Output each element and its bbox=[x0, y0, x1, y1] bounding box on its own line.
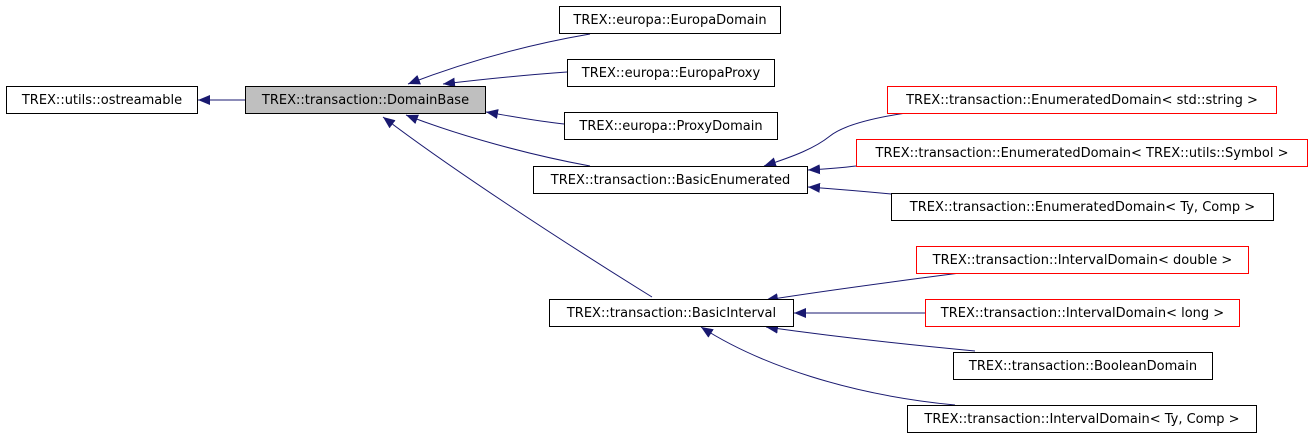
edge-intervaldouble-basicinterval bbox=[765, 272, 961, 304]
node-interval-ty[interactable]: TREX::transaction::IntervalDomain< Ty, C… bbox=[907, 405, 1257, 433]
edge-enumstring-basicenumerated bbox=[763, 112, 907, 168]
edge-basicenumerated-domainbase bbox=[405, 114, 591, 167]
edge-europaproxy-domainbase bbox=[442, 71, 568, 88]
node-europadomain[interactable]: TREX::europa::EuropaDomain bbox=[559, 6, 781, 34]
node-proxydomain[interactable]: TREX::europa::ProxyDomain bbox=[564, 112, 778, 140]
edge-proxydomain-domainbase bbox=[485, 109, 565, 125]
node-enumerated-string[interactable]: TREX::transaction::EnumeratedDomain< std… bbox=[887, 86, 1277, 114]
node-interval-long[interactable]: TREX::transaction::IntervalDomain< long … bbox=[925, 299, 1240, 327]
node-basicenumerated[interactable]: TREX::transaction::BasicEnumerated bbox=[533, 166, 808, 194]
edge-basicinterval-domainbase bbox=[382, 116, 653, 298]
node-europaproxy[interactable]: TREX::europa::EuropaProxy bbox=[567, 59, 775, 87]
node-basicinterval[interactable]: TREX::transaction::BasicInterval bbox=[549, 299, 794, 327]
node-enumerated-ty[interactable]: TREX::transaction::EnumeratedDomain< Ty,… bbox=[891, 193, 1274, 221]
node-domainbase: TREX::transaction::DomainBase bbox=[245, 86, 486, 114]
edge-enumsymbol-basicenumerated bbox=[807, 164, 857, 175]
edge-intervalty-basicinterval bbox=[700, 326, 956, 406]
edge-booleandomain-basicinterval bbox=[765, 323, 976, 352]
node-booleandomain[interactable]: TREX::transaction::BooleanDomain bbox=[953, 352, 1213, 380]
edge-europadomain-domainbase bbox=[407, 33, 591, 85]
edge-enumty-basicenumerated bbox=[807, 182, 892, 195]
node-ostreamable[interactable]: TREX::utils::ostreamable bbox=[6, 86, 198, 114]
node-interval-double[interactable]: TREX::transaction::IntervalDomain< doubl… bbox=[916, 246, 1249, 274]
node-enumerated-symbol[interactable]: TREX::transaction::EnumeratedDomain< TRE… bbox=[856, 139, 1308, 167]
